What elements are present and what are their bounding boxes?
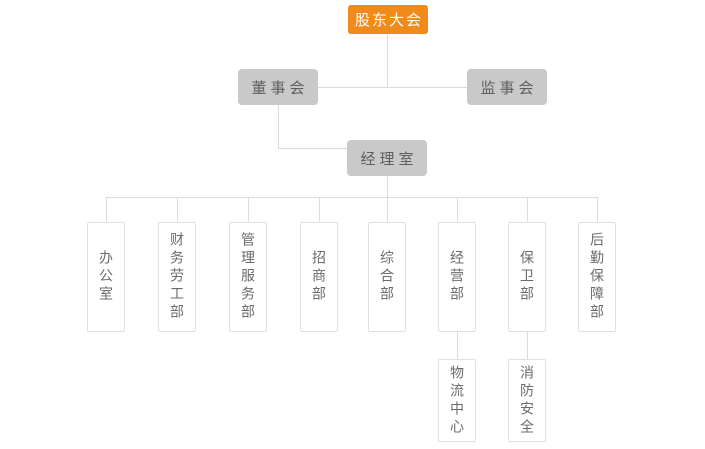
connector-drop-finance-labor [177,197,178,222]
connector-drop-security [527,197,528,222]
node-board-of-directors: 董事会 [238,69,318,105]
node-supervisory-board: 监事会 [467,69,547,105]
connector-drop-office [106,197,107,222]
connector-drop-general [387,197,388,222]
node-shareholders-meeting: 股东大会 [348,5,428,34]
node-office-dept: 办公室 [87,222,125,332]
connector-root-vertical [387,34,388,87]
connector-board-down [278,105,279,148]
node-investment-promotion-dept: 招商部 [300,222,338,332]
connector-drop-investment [319,197,320,222]
node-security-dept: 保卫部 [508,222,546,332]
node-logistics-support-dept: 后勤保障部 [578,222,616,332]
connector-board-supervisory [318,87,467,88]
connector-security-to-fire [527,332,528,359]
connector-manager-down [387,176,388,197]
connector-departments-rail [106,197,598,198]
node-logistics-center: 物流中心 [438,359,476,442]
node-manager-office: 经理室 [347,140,427,176]
node-operations-dept: 经营部 [438,222,476,332]
connector-drop-mgmt-service [248,197,249,222]
connector-drop-logistics-supp [597,197,598,222]
node-management-service-dept: 管理服务部 [229,222,267,332]
node-finance-labor-dept: 财务劳工部 [158,222,196,332]
node-general-dept: 综合部 [368,222,406,332]
connector-ops-to-logistics-ctr [457,332,458,359]
connector-drop-operations [457,197,458,222]
connector-board-to-manager [278,148,347,149]
node-fire-safety: 消防安全 [508,359,546,442]
